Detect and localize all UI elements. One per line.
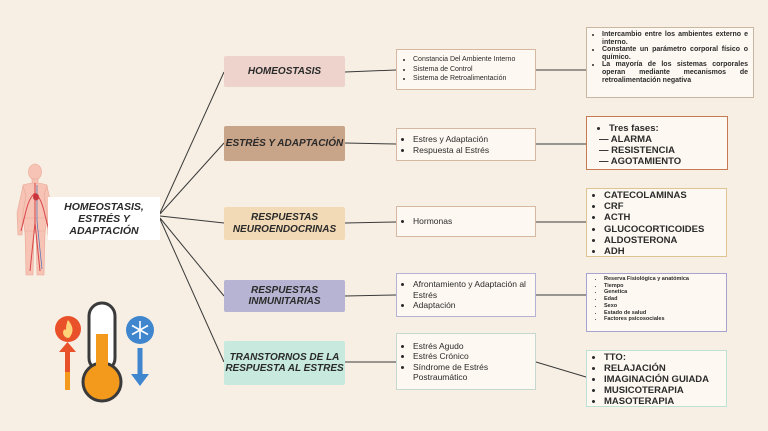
list-item: Hormonas [413,216,452,227]
list-item: Sistema de Control [413,65,515,75]
subtopics-homeostasis: Constancia Del Ambiente Interno Sistema … [396,49,536,90]
topic-respuestas-inmunitarias: RESPUESTAS INMUNITARIAS [224,280,345,312]
subtopics-transtornos: Estrés Agudo Estrés Crónico Síndrome de … [396,333,536,390]
list-item: IMAGINACIÓN GUIADA [604,374,726,385]
list-item: Sistema de Retroalimentación [413,74,515,84]
topic-estres-adaptacion: ESTRÉS Y ADAPTACIÓN [224,126,345,161]
list-item: Respuesta al Estrés [413,145,489,156]
list-item: Constancia Del Ambiente Interno [413,55,515,65]
list-item: Sexo [604,303,726,310]
topic-transtornos: TRANSTORNOS DE LA RESPUESTA AL ESTRES [224,341,345,385]
arrow-down-icon [131,374,149,386]
list-item: ACTH [604,212,726,223]
list-item: Edad [604,296,726,303]
fase-item: — AGOTAMIENTO [599,156,682,167]
list-item: Estrés Agudo [413,341,535,352]
list-item: Tiempo [604,283,726,290]
list-item: La mayoría de los sistemas corporales op… [602,61,748,84]
list-item: Síndrome de Estrés Postraumático [413,362,535,383]
central-topic: HOMEOSTASIS, ESTRÉS Y ADAPTACIÓN [48,197,160,240]
subtopics-inmunitarias: Afrontamiento y Adaptación al Estrés Ada… [396,273,536,317]
list-item: Constante un parámetro corporal físico o… [602,46,748,61]
subtopics-neuroendocrinas: Hormonas [396,206,536,237]
list-item: Afrontamiento y Adaptación al Estrés [413,279,535,300]
detail-tto: TTO: RELAJACIÓN IMAGINACIÓN GUIADA MUSIC… [586,350,727,407]
fase-item: — RESISTENCIA [599,145,676,156]
thermometer-icon [55,301,154,403]
list-item: Tres fases: — ALARMA — RESISTENCIA — AGO… [599,123,727,167]
arrow-up-icon [59,342,76,352]
list-item: Adaptación [413,300,535,311]
list-item: Factores psicosociales [604,316,726,323]
list-item: Reserva Fisiológica y anatómica [604,276,726,283]
fase-item: — ALARMA [599,134,652,145]
list-item: Genetica [604,289,726,296]
list-item: ADH [604,246,726,257]
detail-hormonas: CATECOLAMINAS CRF ACTH GLUCOCORTICOIDES … [586,188,727,257]
list-item: MUSICOTERAPIA [604,385,726,396]
list-item: CRF [604,201,726,212]
list-item: Estres y Adaptación [413,134,489,145]
list-item: ALDOSTERONA [604,235,726,246]
list-item: CATECOLAMINAS [604,190,726,201]
list-item: MASOTERAPIA [604,396,726,407]
topic-homeostasis: HOMEOSTASIS [224,56,345,87]
list-item: Intercambio entre los ambientes externo … [602,31,748,46]
list-item: Estado de salud [604,310,726,317]
list-item: RELAJACIÓN [604,363,726,374]
list-item: TTO: [604,352,726,363]
topic-respuestas-neuroendocrinas: RESPUESTAS NEUROENDOCRINAS [224,207,345,240]
list-item: GLUCOCORTICOIDES [604,224,726,235]
detail-fases: Tres fases: — ALARMA — RESISTENCIA — AGO… [586,116,728,170]
detail-homeostasis: Intercambio entre los ambientes externo … [586,27,754,98]
subtopics-estres: Estres y Adaptación Respuesta al Estrés [396,128,536,161]
detail-factores: Reserva Fisiológica y anatómica Tiempo G… [586,273,727,332]
list-item: Estrés Crónico [413,351,535,362]
